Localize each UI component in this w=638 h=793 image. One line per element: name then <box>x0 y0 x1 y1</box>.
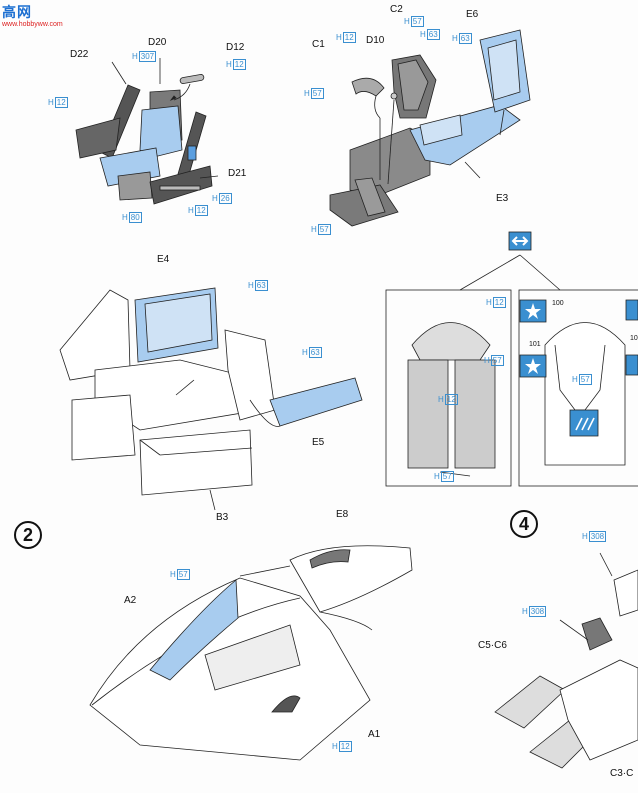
decal-stars <box>525 303 541 374</box>
step-4-marker: 4 <box>510 510 538 538</box>
label-c5c6: C5·C6 <box>478 640 507 651</box>
label-d21: D21 <box>228 168 247 179</box>
watermark-logo: 高网 www.hobbyww.com <box>2 2 63 28</box>
decal-number-10: 10 <box>630 335 638 342</box>
label-b3: B3 <box>216 512 229 523</box>
label-c3c: C3·C <box>610 768 634 779</box>
ejection-seat-exploded <box>75 58 219 205</box>
label-c2: C2 <box>390 4 403 15</box>
label-e6: E6 <box>466 9 479 20</box>
intake-assembly <box>494 552 638 769</box>
watermark-title: 高网 <box>2 4 32 20</box>
watermark-url: www.hobbyww.com <box>2 21 63 28</box>
tub-assembly <box>59 287 363 511</box>
label-d10: D10 <box>366 35 385 46</box>
label-d12: D12 <box>226 42 245 53</box>
decal-number-100: 100 <box>552 300 564 307</box>
label-a1: A1 <box>368 729 381 740</box>
label-e5: E5 <box>312 437 325 448</box>
decal-number-101: 101 <box>529 341 541 348</box>
label-d20: D20 <box>148 37 167 48</box>
label-e8: E8 <box>336 509 349 520</box>
instrument-panel-box <box>385 289 512 487</box>
decal-stripes <box>575 417 595 431</box>
label-a2: A2 <box>124 595 137 606</box>
nose-assembly <box>89 545 413 761</box>
label-d22: D22 <box>70 49 89 60</box>
step-2-marker: 2 <box>14 521 42 549</box>
decal-panel-box <box>518 289 638 487</box>
view-arrow-glyph <box>511 236 529 246</box>
label-e3: E3 <box>496 193 509 204</box>
cockpit-tub-exploded <box>329 29 531 227</box>
view-arrow <box>459 231 561 291</box>
label-c1: C1 <box>312 39 325 50</box>
label-e4: E4 <box>157 254 170 265</box>
